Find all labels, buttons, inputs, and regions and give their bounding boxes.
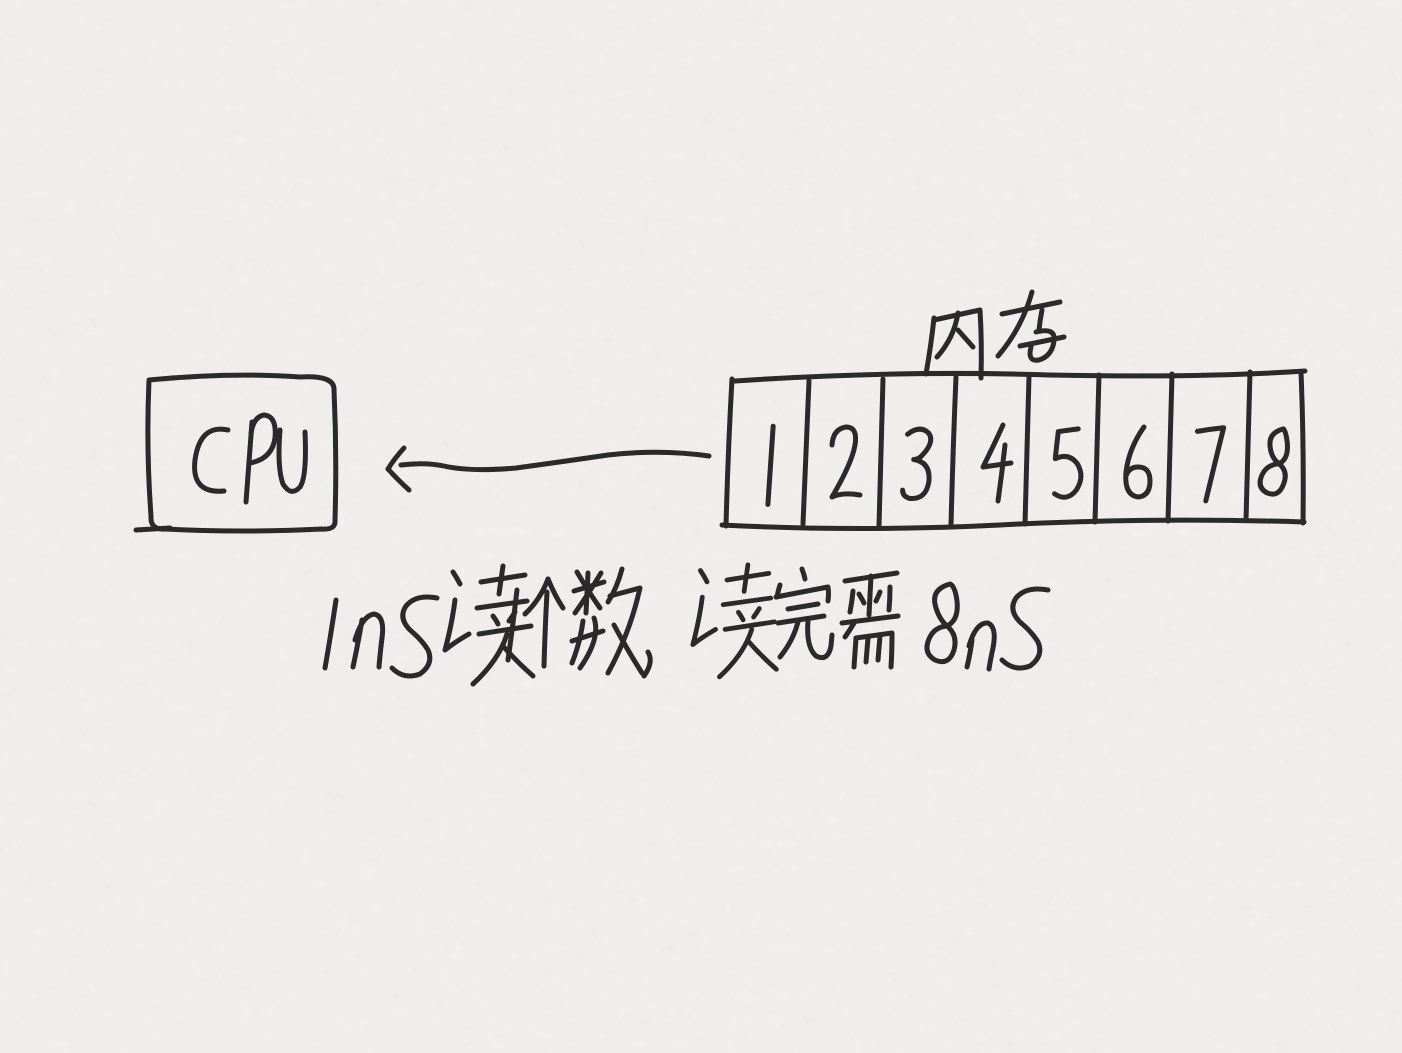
memory-array-bottom-edge [719, 517, 1307, 531]
memory-cell-dividers [800, 369, 1253, 529]
memory-array-top-edge [732, 368, 1308, 384]
memory-array-left-edge [723, 376, 735, 529]
arrow-shaft [398, 449, 712, 473]
cpu-label-drawing [192, 412, 308, 505]
memory-array-right-edge [1298, 369, 1306, 526]
cpu-box [133, 372, 339, 534]
cpu-box-outline [145, 372, 339, 534]
memory-cell-value [1051, 426, 1084, 500]
memory-label-drawing [923, 289, 1067, 381]
memory-cell-value [1123, 424, 1153, 500]
caption-drawing [322, 565, 1051, 684]
memory-cell-value [1257, 426, 1290, 497]
memory-cell-value [765, 423, 776, 507]
memory-array [719, 368, 1308, 531]
arrow-memory-to-cpu [385, 445, 712, 493]
memory-cell-value [980, 422, 1014, 504]
memory-cell-value [900, 426, 934, 501]
memory-cell-value [1194, 425, 1227, 504]
arrow-head-icon [385, 466, 412, 493]
memory-cell-value [829, 424, 863, 500]
